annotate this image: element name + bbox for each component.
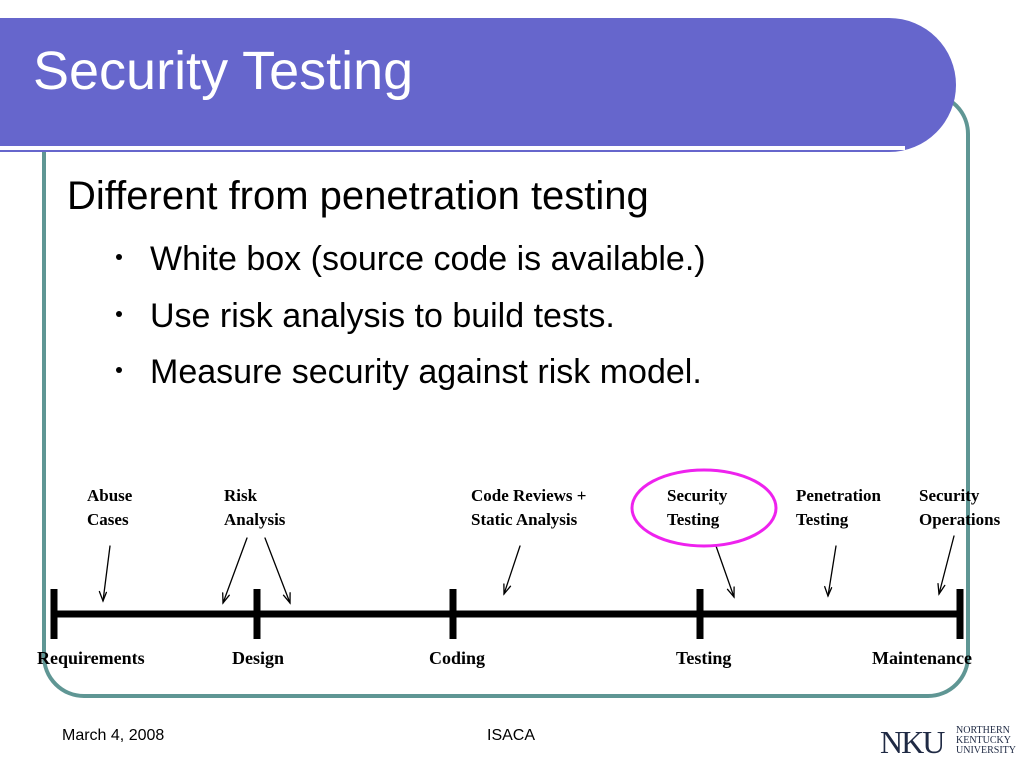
phase-label-maintenance: Maintenance bbox=[872, 648, 972, 668]
title-rule bbox=[0, 146, 905, 150]
arrow-code-reviews bbox=[503, 545, 521, 596]
arrow-penetration-testing bbox=[824, 545, 837, 598]
arrow-risk-analysis-right bbox=[264, 537, 291, 605]
arrow-abuse-cases bbox=[98, 545, 111, 603]
bullet-dot-icon bbox=[116, 311, 122, 317]
arrow-security-operations bbox=[937, 535, 955, 596]
phase-label-design: Design bbox=[232, 648, 285, 668]
arrow-security-testing bbox=[715, 545, 735, 599]
footer-org: ISACA bbox=[487, 727, 536, 744]
logo-mark: NKU bbox=[880, 724, 945, 760]
slide-title: Security Testing bbox=[33, 41, 414, 101]
bullet-dot-icon bbox=[116, 367, 122, 373]
bullet-text: White box (source code is available.) bbox=[150, 240, 706, 278]
bullet-text: Measure security against risk model. bbox=[150, 353, 702, 391]
activity-label-code-reviews: Code Reviews +Static Analysis bbox=[471, 486, 587, 529]
logo-text: NORTHERN KENTUCKY UNIVERSITY bbox=[956, 725, 1016, 756]
slide-heading: Different from penetration testing bbox=[67, 174, 649, 218]
arrow-risk-analysis-left bbox=[222, 537, 248, 605]
bullet-dot-icon bbox=[116, 254, 122, 260]
phase-label-coding: Coding bbox=[429, 648, 486, 668]
phase-label-testing: Testing bbox=[676, 648, 732, 668]
bullet-text: Use risk analysis to build tests. bbox=[150, 297, 615, 335]
highlight-ellipse bbox=[630, 468, 778, 548]
phase-label-requirements: Requirements bbox=[37, 648, 145, 668]
footer-date: March 4, 2008 bbox=[62, 727, 165, 744]
title-bar bbox=[0, 18, 956, 152]
